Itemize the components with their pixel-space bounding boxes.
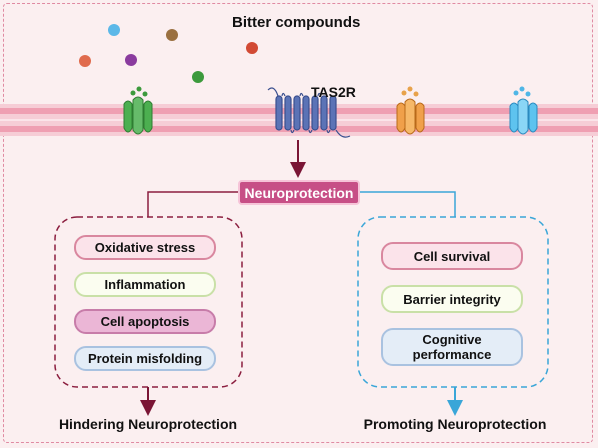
blue-ion-channel-icon — [509, 86, 538, 135]
inflammation-pill: Inflammation — [74, 272, 216, 297]
orange-ion-channel-icon — [396, 86, 425, 135]
compound-red — [246, 42, 258, 54]
compound-green — [192, 71, 204, 83]
tas2r-label: TAS2R — [311, 84, 356, 100]
compound-blue — [108, 24, 120, 36]
hindering-caption: Hindering Neuroprotection — [58, 416, 238, 432]
barrier-integrity-pill: Barrier integrity — [381, 285, 523, 313]
bitter-compound-molecules — [79, 24, 258, 83]
promoting-factors-box — [357, 216, 549, 388]
bitter-compounds-title: Bitter compounds — [232, 14, 361, 31]
promoting-caption: Promoting Neuroprotection — [363, 416, 547, 432]
compound-brown — [166, 29, 178, 41]
cell-survival-pill: Cell survival — [381, 242, 523, 270]
compound-orange — [79, 55, 91, 67]
promoting-branch-line — [360, 191, 456, 217]
diagram-frame — [3, 3, 593, 443]
neuroprotection-box: Neuroprotection — [238, 180, 360, 205]
oxidative-stress-pill: Oxidative stress — [74, 235, 216, 260]
hindering-factors-box — [54, 216, 243, 388]
green-ion-channel-icon — [123, 86, 153, 135]
hindering-branch-line — [147, 191, 238, 217]
protein-misfolding-pill: Protein misfolding — [74, 346, 216, 371]
compound-purple — [125, 54, 137, 66]
cognitive-performance-pill: Cognitive performance — [381, 328, 523, 366]
cell-apoptosis-pill: Cell apoptosis — [74, 309, 216, 334]
tas2r-receptor-icon — [267, 87, 351, 138]
